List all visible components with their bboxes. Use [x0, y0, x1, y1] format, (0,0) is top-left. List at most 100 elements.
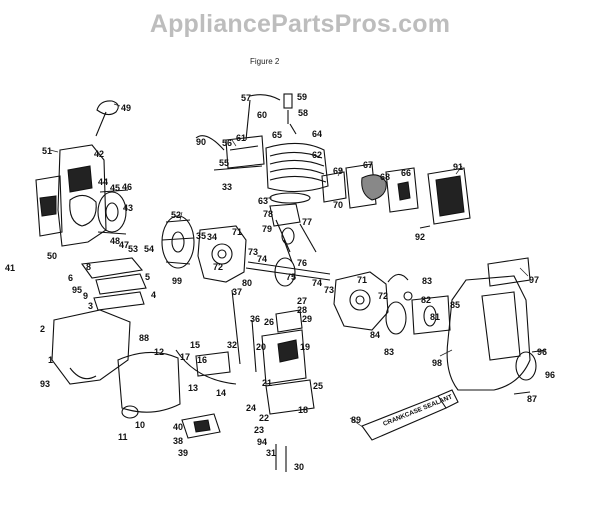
part-number-label: 2 [40, 324, 45, 334]
part-number-label: 92 [415, 232, 425, 242]
part-number-label: 53 [128, 244, 138, 254]
part-number-label: 76 [297, 258, 307, 268]
part-number-label: 58 [298, 108, 308, 118]
sealant-tube-part: CRANKCASE SEALANT [361, 389, 459, 441]
cylinder-part [265, 142, 329, 193]
part-number-label: 79 [262, 224, 272, 234]
part-number-label: 46 [122, 182, 132, 192]
part-number-label: 62 [312, 150, 322, 160]
part-number-label: 8 [86, 262, 91, 272]
part-number-label: 24 [246, 403, 256, 413]
part-number-label: 22 [259, 413, 269, 423]
part-number-label: 71 [232, 227, 242, 237]
part-number-label: 32 [227, 340, 237, 350]
part-number-label: 49 [121, 103, 131, 113]
part-number-label: 14 [216, 388, 226, 398]
part-number-label: 37 [232, 287, 242, 297]
watermark: AppliancePartsPros.com [149, 10, 451, 38]
part-number-label: 29 [302, 314, 312, 324]
part-number-label: 96 [545, 370, 555, 380]
part-number-label: 69 [333, 166, 343, 176]
part-number-label: 55 [219, 158, 229, 168]
flywheel-part [161, 215, 195, 269]
part-number-label: 1 [48, 355, 53, 365]
part-number-label: 5 [145, 272, 150, 282]
part-number-label: 56 [222, 138, 232, 148]
part-number-label: 30 [294, 462, 304, 472]
part-number-label: 9 [83, 291, 88, 301]
part-number-label: 77 [302, 217, 312, 227]
screws-part [275, 444, 287, 472]
part-number-label: 82 [421, 295, 431, 305]
part-number-label: 87 [527, 394, 537, 404]
part-number-label: 74 [257, 254, 267, 264]
spark-plug-part [245, 93, 297, 141]
part-number-label: 91 [453, 162, 463, 172]
part-number-label: 73 [324, 285, 334, 295]
tank-body-part [117, 351, 181, 419]
part-number-label: 16 [197, 355, 207, 365]
part-number-label: 18 [298, 405, 308, 415]
part-number-label: 35 [196, 231, 206, 241]
part-number-label: 45 [110, 183, 120, 193]
part-number-label: 25 [313, 381, 323, 391]
part-number-label: 54 [144, 244, 154, 254]
part-number-label: 33 [222, 182, 232, 192]
part-number-label: 93 [40, 379, 50, 389]
part-number-label: 28 [297, 305, 307, 315]
part-number-label: 52 [171, 210, 181, 220]
cylinder-gasket-part [269, 192, 311, 204]
part-number-label: 64 [312, 129, 322, 139]
part-number-label: 57 [241, 93, 251, 103]
part-number-label: 31 [266, 448, 276, 458]
part-number-label: 73 [248, 247, 258, 257]
part-number-label: 88 [139, 333, 149, 343]
part-number-label: 84 [370, 330, 380, 340]
part-number-label: 68 [380, 172, 390, 182]
part-number-label: 75 [286, 272, 296, 282]
fuel-tank-part [51, 257, 147, 385]
part-number-label: 72 [378, 291, 388, 301]
sealant-label: CRANKCASE SEALANT [382, 394, 453, 428]
part-number-label: 43 [123, 203, 133, 213]
part-number-label: 34 [207, 232, 217, 242]
part-number-label: 67 [363, 160, 373, 170]
fuel-line-part [175, 289, 257, 385]
part-number-label: 98 [432, 358, 442, 368]
part-number-label: 66 [401, 168, 411, 178]
crankcase-left-part [197, 225, 247, 283]
part-number-label: 10 [135, 420, 145, 430]
part-number-label: 71 [357, 275, 367, 285]
part-number-label: 83 [422, 276, 432, 286]
crankcase-right-part [333, 271, 409, 331]
part-number-label: 74 [312, 278, 322, 288]
part-number-label: 42 [94, 149, 104, 159]
part-number-label: 63 [258, 196, 268, 206]
part-number-label: 6 [68, 273, 73, 283]
part-number-label: 11 [118, 432, 128, 442]
part-number-label: 15 [190, 340, 200, 350]
part-number-label: 21 [262, 378, 272, 388]
part-number-label: 20 [256, 342, 266, 352]
part-number-label: 50 [47, 251, 57, 261]
filter-base-part [181, 413, 221, 439]
part-number-label: 39 [178, 448, 188, 458]
part-number-label: 60 [257, 110, 267, 120]
part-number-label: 61 [236, 133, 246, 143]
part-number-label: 97 [529, 275, 539, 285]
starter-pulley-part [97, 189, 129, 235]
part-number-label: 38 [173, 436, 183, 446]
part-number-label: 59 [297, 92, 307, 102]
part-number-label: 13 [188, 383, 198, 393]
part-number-label: 36 [250, 314, 260, 324]
figure-title: Figure 2 [250, 57, 280, 66]
part-number-label: 3 [88, 301, 93, 311]
part-number-label: 17 [180, 352, 190, 362]
part-number-label: 26 [264, 317, 274, 327]
part-number-label: 23 [254, 425, 264, 435]
part-number-label: 48 [110, 236, 120, 246]
clutch-housing-part [446, 257, 547, 395]
